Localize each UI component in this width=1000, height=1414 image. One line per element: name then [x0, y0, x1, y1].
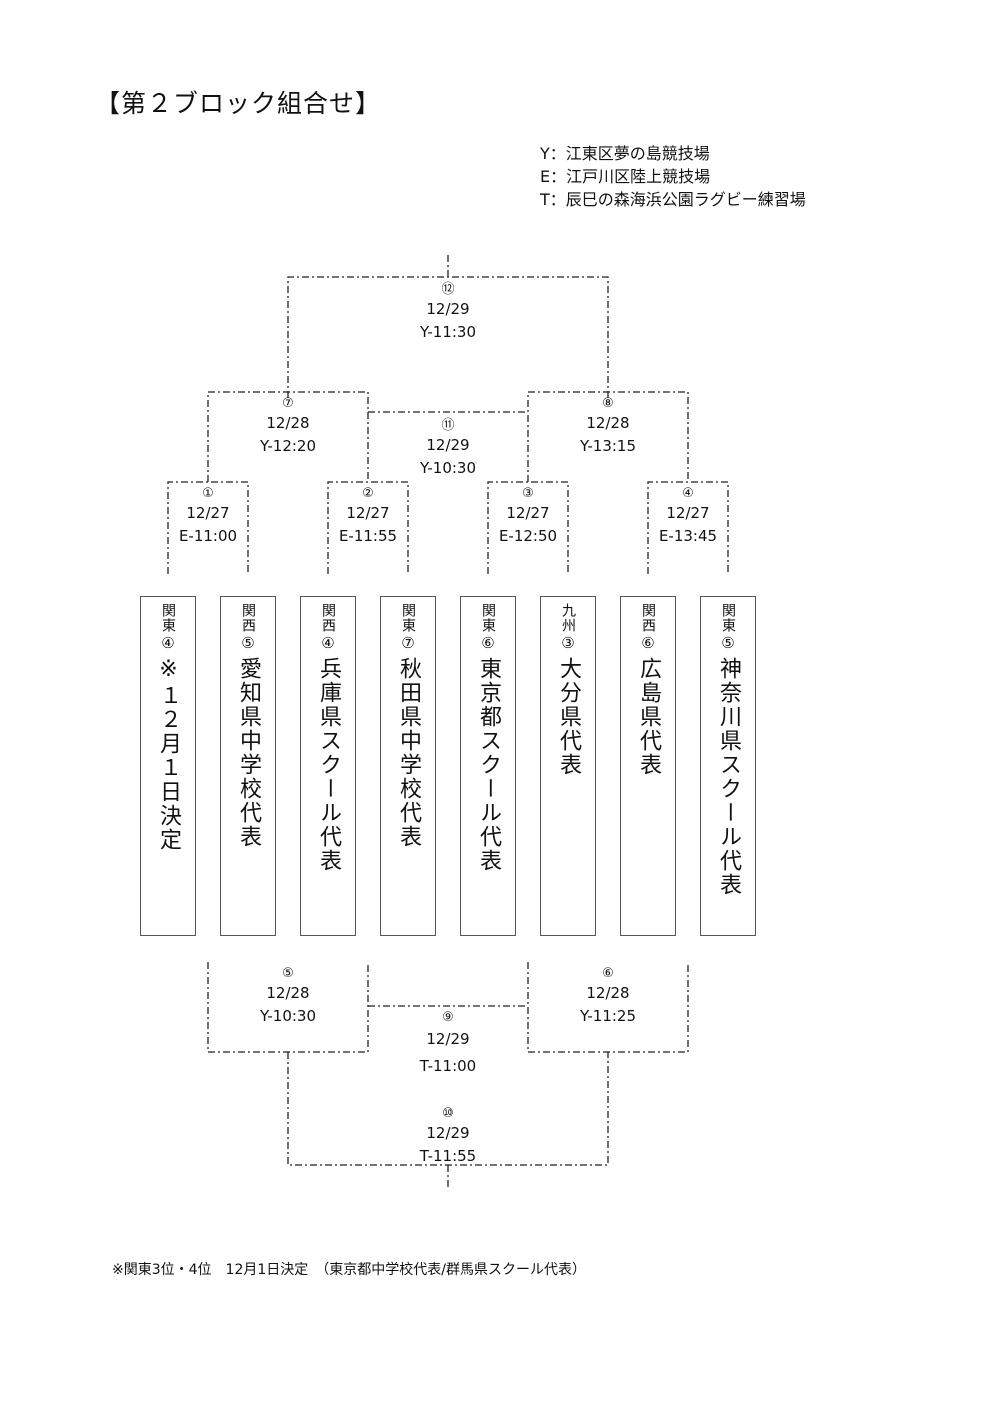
match-number: ① [202, 486, 214, 501]
match-date: 12/27 [346, 504, 390, 522]
bracket-1 [167, 481, 249, 574]
venue-t: T：辰巳の森海浜公園ラグビー練習場 [540, 190, 806, 209]
team-name: ※１２月１日決定 [156, 657, 181, 852]
match-time: T-11:55 [419, 1147, 477, 1165]
match-number: ② [362, 486, 374, 501]
match-number: ⑩ [442, 1106, 454, 1121]
bracket-2 [327, 481, 409, 574]
team-region: 関東 [480, 603, 496, 633]
match-time: E-12:50 [498, 527, 558, 545]
team-box-1: 関東 ④ ※１２月１日決定 [140, 596, 196, 936]
footnote: ※関東3位・4位 12月1日決定 （東京都中学校代表/群馬県スクール代表） [112, 1262, 586, 1278]
team-seed: ⑤ [721, 634, 735, 652]
match-date: 12/27 [506, 504, 550, 522]
match-time: T-11:00 [419, 1057, 477, 1075]
team-region: 関西 [240, 603, 256, 633]
team-name: 神奈川県スクール代表 [716, 657, 741, 897]
match-1-label: ① 12/27 E-11:00 [153, 486, 263, 548]
team-seed: ⑥ [641, 634, 655, 652]
bracket-12 [287, 276, 609, 398]
match-date: 12/29 [426, 436, 470, 454]
match-6-label: ⑥ 12/28 Y-11:25 [553, 966, 663, 1028]
match-date: 12/28 [586, 984, 630, 1002]
match-time: Y-11:25 [579, 1007, 637, 1025]
match-date: 12/29 [426, 1030, 470, 1048]
team-seed: ⑤ [241, 634, 255, 652]
team-region: 関東 [400, 603, 416, 633]
match-date: 12/29 [426, 300, 470, 318]
match-time: Y-13:15 [579, 437, 637, 455]
venue-y: Y：江東区夢の島競技場 [540, 144, 710, 163]
team-name: 広島県代表 [636, 657, 661, 777]
bracket-4 [647, 481, 729, 574]
match-date: 12/29 [426, 1124, 470, 1142]
match-date: 12/28 [266, 984, 310, 1002]
match-number: ⑧ [602, 396, 614, 411]
team-region: 関西 [640, 603, 656, 633]
match-number: ⑥ [602, 966, 614, 981]
match-10-label: ⑩ 12/29 T-11:55 [393, 1106, 503, 1168]
venue-legend: Y：江東区夢の島競技場 E：江戸川区陸上競技場 T：辰巳の森海浜公園ラグビー練習… [540, 142, 806, 211]
team-region: 関東 [720, 603, 736, 633]
match-number: ⑤ [282, 966, 294, 981]
team-seed: ⑥ [481, 634, 495, 652]
bracket-8 [527, 391, 689, 482]
team-box-7: 関西 ⑥ 広島県代表 [620, 596, 676, 936]
match-time: E-13:45 [658, 527, 718, 545]
match-date: 12/28 [266, 414, 310, 432]
match-number: ⑦ [282, 396, 294, 411]
match-time: E-11:00 [178, 527, 238, 545]
match-date: 12/27 [666, 504, 710, 522]
bracket-7 [207, 391, 369, 482]
match-7-label: ⑦ 12/28 Y-12:20 [233, 396, 343, 458]
match-number: ④ [682, 486, 694, 501]
team-name: 愛知県中学校代表 [236, 657, 261, 849]
bracket-3 [487, 481, 569, 574]
team-box-8: 関東 ⑤ 神奈川県スクール代表 [700, 596, 756, 936]
match-time: Y-12:20 [259, 437, 317, 455]
match-4-label: ④ 12/27 E-13:45 [633, 486, 743, 548]
team-box-4: 関東 ⑦ 秋田県中学校代表 [380, 596, 436, 936]
match-time: Y-11:30 [419, 323, 477, 341]
match-3-label: ③ 12/27 E-12:50 [473, 486, 583, 548]
match-2-label: ② 12/27 E-11:55 [313, 486, 423, 548]
match-11-label: ⑪ 12/29 Y-10:30 [393, 418, 503, 480]
team-region: 関西 [320, 603, 336, 633]
team-box-3: 関西 ④ 兵庫県スクール代表 [300, 596, 356, 936]
match-number: ⑨ [442, 1010, 454, 1025]
match-number: ③ [522, 486, 534, 501]
team-box-2: 関西 ⑤ 愛知県中学校代表 [220, 596, 276, 936]
team-seed: ⑦ [401, 634, 415, 652]
team-seed: ④ [321, 634, 335, 652]
match-number: ⑫ [441, 282, 455, 297]
team-name: 東京都スクール代表 [476, 657, 501, 873]
venue-e: E：江戸川区陸上競技場 [540, 167, 711, 186]
match-9-label: ⑨ 12/29 T-11:00 [393, 1010, 503, 1080]
team-region: 関東 [160, 603, 176, 633]
match-time: Y-10:30 [419, 459, 477, 477]
match-time: Y-10:30 [259, 1007, 317, 1025]
team-name: 秋田県中学校代表 [396, 657, 421, 849]
team-name: 兵庫県スクール代表 [316, 657, 341, 873]
team-box-5: 関東 ⑥ 東京都スクール代表 [460, 596, 516, 936]
team-name: 大分県代表 [556, 657, 581, 777]
team-seed: ③ [561, 634, 575, 652]
match-date: 12/27 [186, 504, 230, 522]
match-12-label: ⑫ 12/29 Y-11:30 [393, 282, 503, 344]
team-region: 九州 [560, 603, 576, 633]
match-5-label: ⑤ 12/28 Y-10:30 [233, 966, 343, 1028]
team-box-6: 九州 ③ 大分県代表 [540, 596, 596, 936]
team-seed: ④ [161, 634, 175, 652]
match-number: ⑪ [441, 418, 455, 433]
match-8-label: ⑧ 12/28 Y-13:15 [553, 396, 663, 458]
match-date: 12/28 [586, 414, 630, 432]
match-time: E-11:55 [338, 527, 398, 545]
page-title: 【第２ブロック組合せ】 [95, 89, 382, 118]
